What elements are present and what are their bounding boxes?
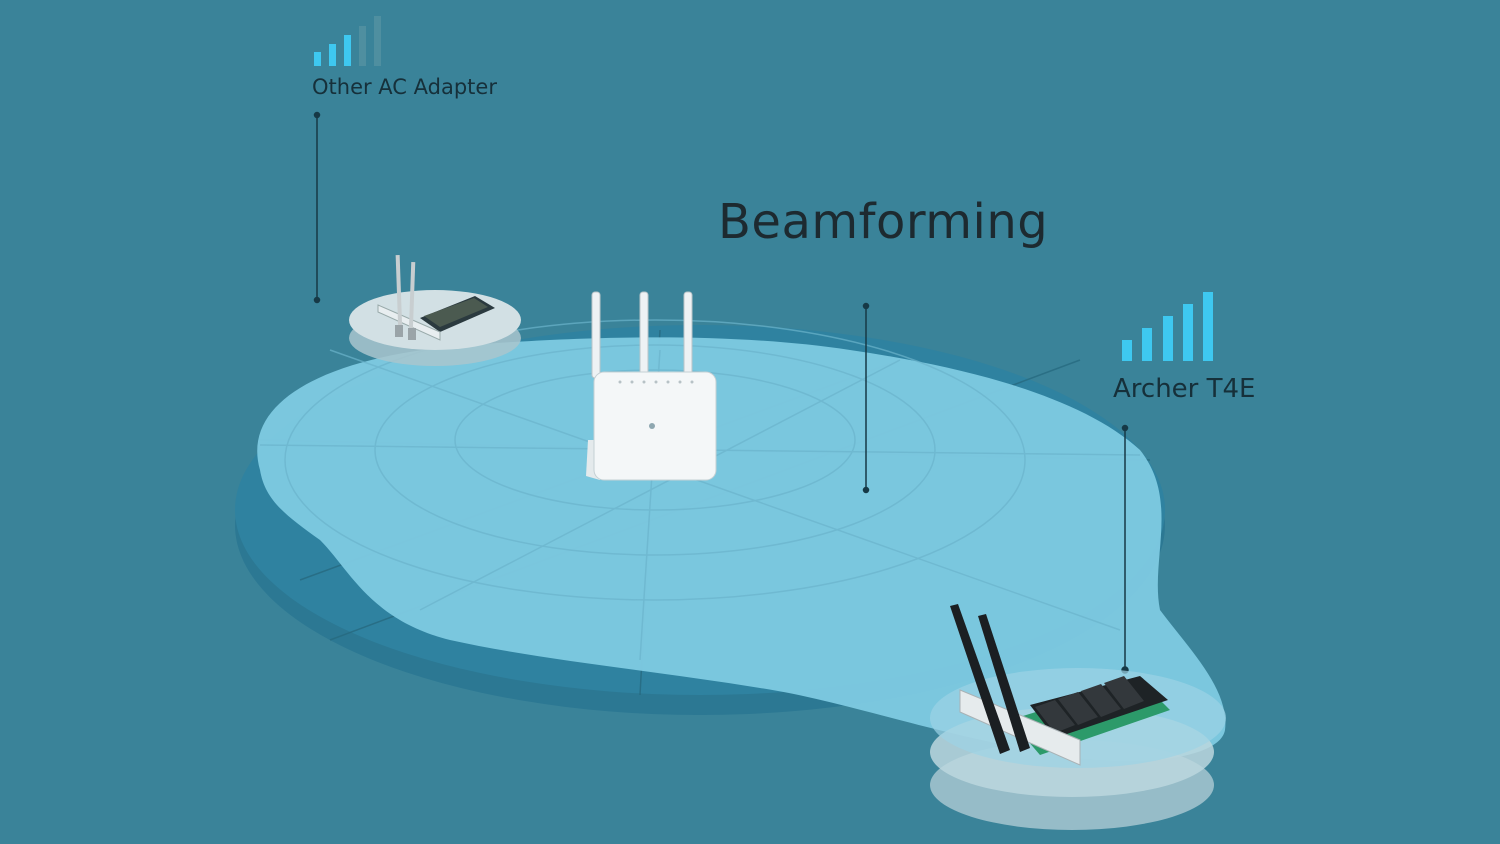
beam-coverage-area <box>257 319 1226 761</box>
diagram-title: Beamforming <box>718 194 1049 250</box>
wifi-signal-icon <box>314 16 381 66</box>
wifi-signal-icon <box>1122 292 1213 361</box>
pcie-adapter-icon <box>377 254 495 341</box>
archer-t4e-label: Archer T4E <box>1113 374 1256 404</box>
router-icon <box>586 291 717 481</box>
leader-lines <box>313 111 1129 674</box>
other-adapter-label: Other AC Adapter <box>312 75 497 99</box>
pcie-adapter-icon <box>950 604 1170 766</box>
